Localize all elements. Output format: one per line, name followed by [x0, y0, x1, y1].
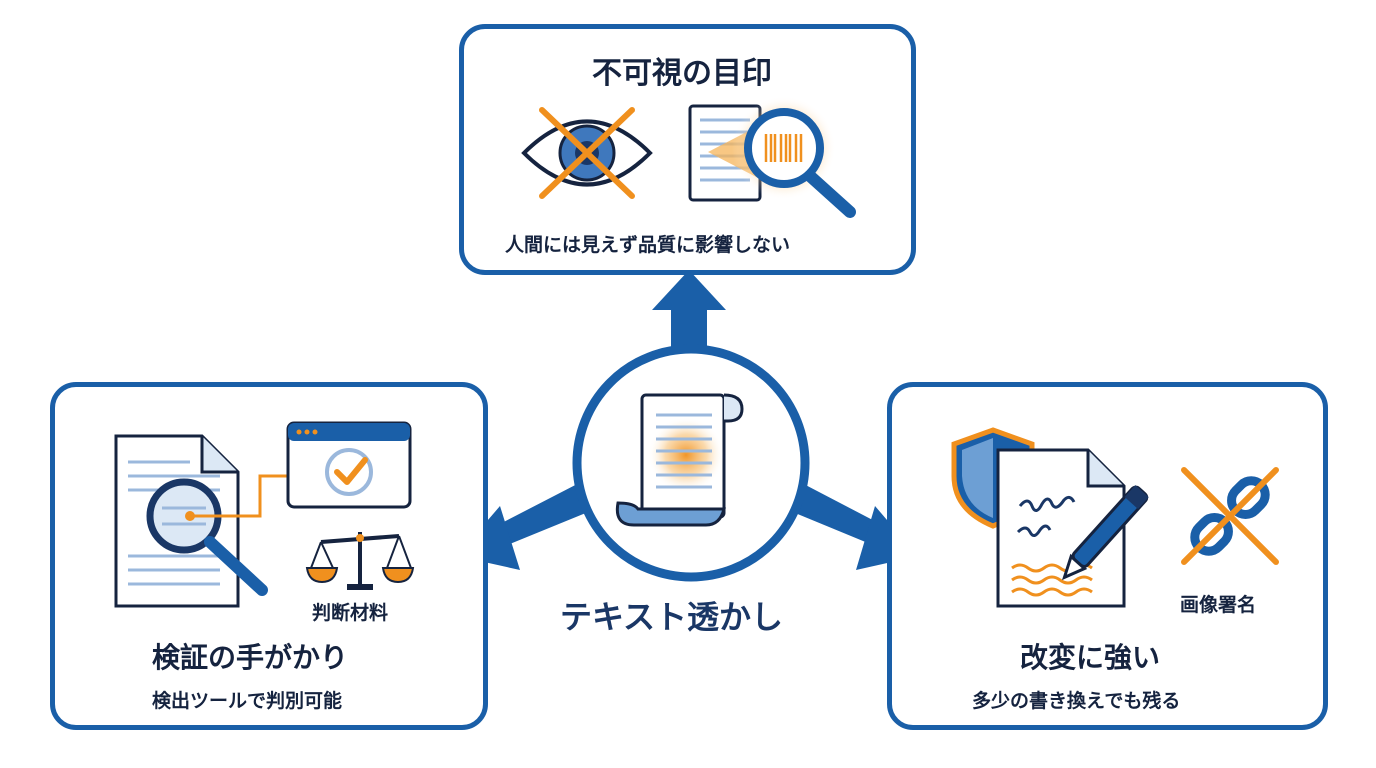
- center-circle: [572, 344, 810, 582]
- document-magnifier-barcode-icon: [688, 96, 856, 218]
- broken-chain-icon: [1181, 467, 1279, 565]
- connector-line: [192, 474, 290, 518]
- top-panel-title: 不可視の目印: [592, 56, 772, 91]
- right-panel-subtitle: 多少の書き換えでも残る: [972, 690, 1181, 712]
- top-panel-subtitle: 人間には見えず品質に影響しない: [505, 234, 791, 256]
- browser-check-icon: [286, 421, 412, 509]
- left-panel-title: 検証の手がかり: [152, 641, 349, 674]
- right-panel-title: 改変に強い: [1020, 641, 1161, 674]
- left-panel-subtitle: 検出ツールで判別可能: [152, 690, 343, 712]
- arrow-up-head: [652, 270, 726, 310]
- scales-icon: [305, 532, 415, 590]
- scroll-document-icon: [615, 393, 744, 527]
- arrow-left-shaft: [492, 480, 598, 548]
- center-label: テキスト透かし: [560, 598, 784, 636]
- document-magnifier-icon: [114, 434, 268, 608]
- signed-document-pen-icon: [996, 448, 1149, 608]
- right-panel-caption: 画像署名: [1180, 594, 1257, 616]
- arrow-right-shaft: [783, 480, 888, 548]
- eye-crossed-icon: [521, 107, 653, 199]
- left-panel-caption: 判断材料: [312, 602, 389, 624]
